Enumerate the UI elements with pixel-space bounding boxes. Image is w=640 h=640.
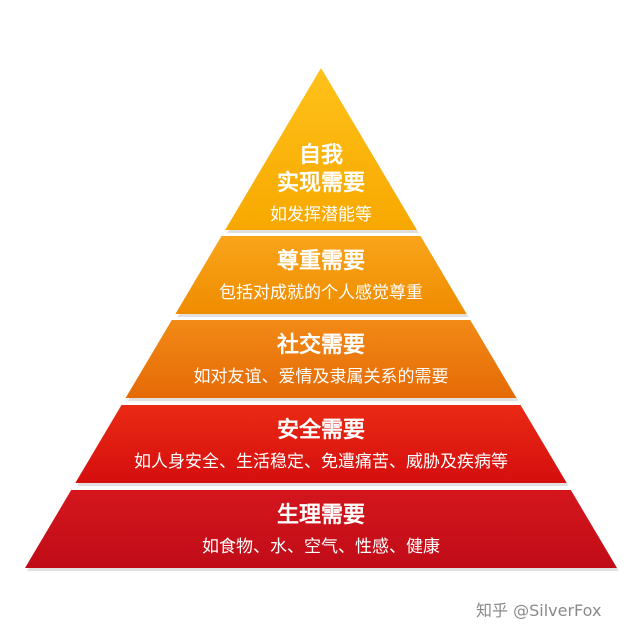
tier-shape [175, 236, 467, 314]
tier-description: 如发挥潜能等 [270, 205, 372, 225]
tier-title: 实现需要 [277, 170, 365, 196]
tier-description: 包括对成就的个人感觉尊重 [219, 283, 423, 303]
pyramid-tiers: 自我实现需要如发挥潜能等尊重需要包括对成就的个人感觉尊重社交需要如对友谊、爱情及… [25, 68, 617, 568]
tier-shape [125, 320, 517, 398]
tier-title: 自我 [299, 142, 343, 168]
tier-description: 如人身安全、生活稳定、免遭痛苦、威胁及疾病等 [134, 452, 508, 472]
watermark: 知乎 @SilverFox [476, 601, 602, 620]
tier-title: 生理需要 [277, 503, 365, 528]
tier-shape [75, 405, 567, 483]
tier-shape [225, 68, 417, 230]
tier-shape [25, 490, 617, 568]
tier-title: 尊重需要 [277, 248, 365, 274]
tier-description: 如对友谊、爱情及隶属关系的需要 [194, 367, 449, 387]
tier-title: 社交需要 [277, 332, 365, 358]
tier-description: 如食物、水、空气、性感、健康 [202, 537, 440, 557]
tier-title: 安全需要 [277, 417, 365, 443]
